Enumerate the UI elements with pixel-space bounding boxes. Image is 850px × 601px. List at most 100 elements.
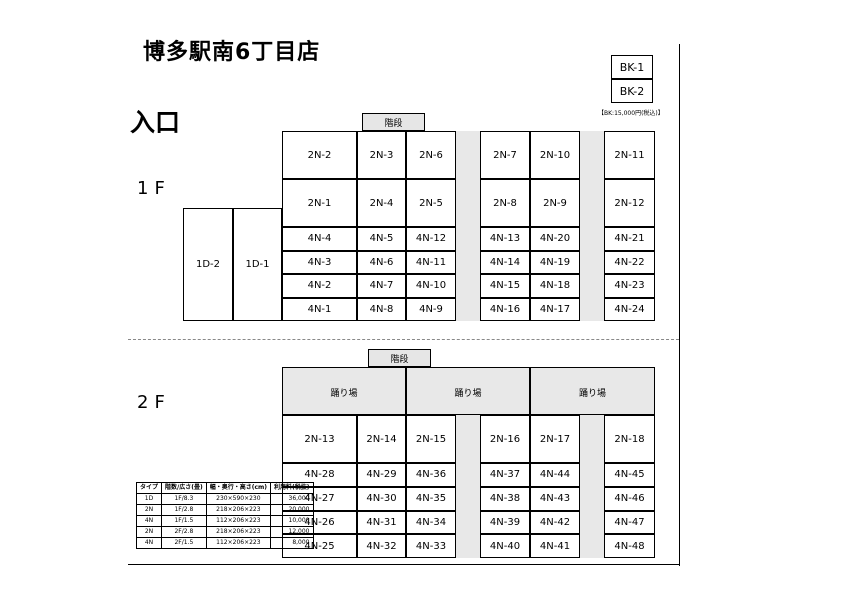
- cell: 1D: [135, 493, 163, 505]
- cell: 2N: [135, 504, 163, 516]
- storage-unit-2n[interactable]: 2N-11: [604, 131, 655, 179]
- storage-unit-2n[interactable]: 2N-10: [530, 131, 580, 179]
- storage-unit-4n[interactable]: 4N-17: [530, 297, 580, 321]
- aisle-2f: [580, 415, 604, 558]
- storage-unit-4n[interactable]: 4N-47: [604, 510, 655, 535]
- storage-unit-4n[interactable]: 4N-42: [530, 510, 580, 535]
- header-fee: 利用料(税抜): [270, 482, 314, 494]
- storage-unit-4n[interactable]: 4N-8: [357, 297, 406, 321]
- price-table-header: タイプ 階数/広さ(畳) 幅・奥行・高さ(cm) 利用料(税抜): [135, 482, 314, 494]
- storage-unit-4n[interactable]: 4N-13: [480, 227, 530, 251]
- storage-unit-4n[interactable]: 4N-31: [357, 510, 406, 535]
- storage-unit-4n[interactable]: 4N-19: [530, 250, 580, 274]
- storage-unit-2n[interactable]: 2N-18: [604, 415, 655, 463]
- landing-2f: 踊り場: [530, 367, 655, 415]
- bk-price-note: 【BK:15,000円(税込)】: [598, 110, 664, 117]
- storage-unit-4n[interactable]: 4N-35: [406, 486, 456, 511]
- storage-unit-4n[interactable]: 4N-18: [530, 274, 580, 298]
- bk-2-unit[interactable]: BK-2: [611, 79, 653, 103]
- header-type: タイプ: [135, 482, 163, 494]
- storage-unit-2n[interactable]: 2N-9: [530, 179, 580, 227]
- storage-unit-4n[interactable]: 4N-28: [282, 463, 357, 487]
- cell: 36,000: [270, 493, 314, 505]
- storage-unit-2n[interactable]: 2N-1: [282, 179, 357, 227]
- storage-unit-4n[interactable]: 4N-33: [406, 534, 456, 558]
- storage-unit-4n[interactable]: 4N-7: [357, 274, 406, 298]
- storage-unit-4n[interactable]: 4N-11: [406, 250, 456, 274]
- storage-unit-4n[interactable]: 4N-39: [480, 510, 530, 535]
- storage-unit-4n[interactable]: 4N-43: [530, 486, 580, 511]
- storage-unit-4n[interactable]: 4N-41: [530, 534, 580, 558]
- storage-unit-2n[interactable]: 2N-2: [282, 131, 357, 179]
- landing-2f: 踊り場: [406, 367, 530, 415]
- storage-unit-4n[interactable]: 4N-40: [480, 534, 530, 558]
- storage-unit-4n[interactable]: 4N-21: [604, 227, 655, 251]
- storage-unit-2n[interactable]: 2N-3: [357, 131, 406, 179]
- cell: 2F/1.5: [161, 537, 207, 549]
- storage-unit-4n[interactable]: 4N-34: [406, 510, 456, 535]
- storage-unit-2n[interactable]: 2N-7: [480, 131, 530, 179]
- aisle-2f: [456, 415, 480, 558]
- storage-unit-4n[interactable]: 4N-30: [357, 486, 406, 511]
- storage-unit-4n[interactable]: 4N-38: [480, 486, 530, 511]
- cell: 112×206×223: [205, 515, 272, 527]
- storage-unit-4n[interactable]: 4N-3: [282, 250, 357, 274]
- storage-unit-4n[interactable]: 4N-32: [357, 534, 406, 558]
- aisle-1f: [580, 131, 604, 321]
- cell: 2F/2.8: [161, 526, 207, 538]
- storage-unit-4n[interactable]: 4N-46: [604, 486, 655, 511]
- storage-unit-4n[interactable]: 4N-15: [480, 274, 530, 298]
- storage-unit-4n[interactable]: 4N-36: [406, 463, 456, 487]
- storage-unit-4n[interactable]: 4N-22: [604, 250, 655, 274]
- cell: 230×590×230: [205, 493, 272, 505]
- storage-unit-2n[interactable]: 2N-13: [282, 415, 357, 463]
- storage-unit-4n[interactable]: 4N-6: [357, 250, 406, 274]
- storage-unit-4n[interactable]: 4N-45: [604, 463, 655, 487]
- storage-unit-4n[interactable]: 4N-4: [282, 227, 357, 251]
- storage-unit-4n[interactable]: 4N-9: [406, 297, 456, 321]
- storage-unit-4n[interactable]: 4N-29: [357, 463, 406, 487]
- cell: 4N: [135, 537, 163, 549]
- storage-unit-1d[interactable]: 1D-1: [233, 208, 282, 321]
- aisle-1f: [456, 131, 480, 321]
- storage-unit-2n[interactable]: 2N-5: [406, 179, 456, 227]
- storage-unit-4n[interactable]: 4N-24: [604, 297, 655, 321]
- storage-unit-2n[interactable]: 2N-6: [406, 131, 456, 179]
- page-title: 博多駅南6丁目店: [143, 40, 321, 65]
- storage-unit-4n[interactable]: 4N-10: [406, 274, 456, 298]
- header-floor-size: 階数/広さ(畳): [161, 482, 207, 494]
- storage-unit-2n[interactable]: 2N-15: [406, 415, 456, 463]
- page-bottom-border: [128, 564, 679, 565]
- landing-2f: 踊り場: [282, 367, 406, 415]
- storage-unit-2n[interactable]: 2N-4: [357, 179, 406, 227]
- floor-2-label: 2F: [137, 392, 171, 413]
- storage-unit-1d[interactable]: 1D-2: [183, 208, 233, 321]
- floor-divider: [128, 339, 679, 340]
- storage-unit-4n[interactable]: 4N-12: [406, 227, 456, 251]
- storage-unit-4n[interactable]: 4N-23: [604, 274, 655, 298]
- page-right-border: [679, 44, 680, 566]
- storage-unit-4n[interactable]: 4N-44: [530, 463, 580, 487]
- storage-unit-2n[interactable]: 2N-16: [480, 415, 530, 463]
- storage-unit-4n[interactable]: 4N-2: [282, 274, 357, 298]
- cell: 1F/8.3: [161, 493, 207, 505]
- storage-unit-2n[interactable]: 2N-12: [604, 179, 655, 227]
- storage-unit-4n[interactable]: 4N-48: [604, 534, 655, 558]
- storage-unit-4n[interactable]: 4N-37: [480, 463, 530, 487]
- bk-1-unit[interactable]: BK-1: [611, 55, 653, 79]
- storage-unit-4n[interactable]: 4N-14: [480, 250, 530, 274]
- storage-unit-2n[interactable]: 2N-14: [357, 415, 406, 463]
- storage-unit-4n[interactable]: 4N-20: [530, 227, 580, 251]
- cell: 12,000: [270, 526, 314, 538]
- stairs-1f: 階段: [362, 113, 425, 131]
- storage-unit-2n[interactable]: 2N-8: [480, 179, 530, 227]
- storage-unit-4n[interactable]: 4N-5: [357, 227, 406, 251]
- storage-unit-4n[interactable]: 4N-16: [480, 297, 530, 321]
- storage-unit-4n[interactable]: 4N-1: [282, 297, 357, 321]
- storage-unit-2n[interactable]: 2N-17: [530, 415, 580, 463]
